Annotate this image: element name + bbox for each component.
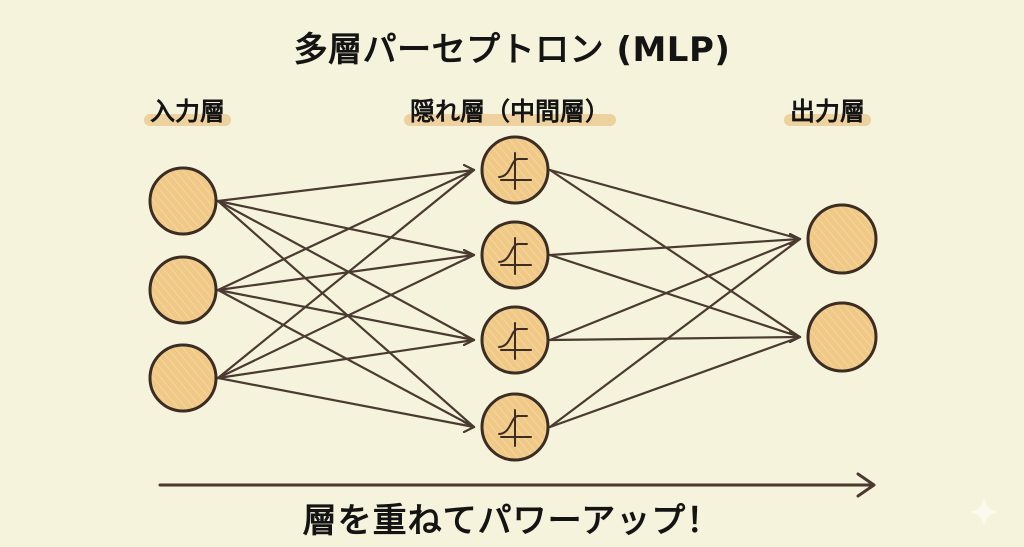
hidden-node-4 bbox=[480, 392, 550, 462]
hidden-layer-label: 隠れ層（中間層） bbox=[404, 92, 617, 128]
input-node-3 bbox=[148, 343, 218, 413]
hidden-node-2 bbox=[480, 220, 550, 290]
edge-input1-to-hidden2 bbox=[216, 199, 476, 261]
sigmoid-curve-icon bbox=[498, 237, 532, 275]
edge-hidden1-to-output2 bbox=[548, 168, 802, 343]
arrow-head-icon bbox=[856, 472, 876, 498]
sigmoid-curve-icon bbox=[498, 322, 532, 360]
edge-input3-to-hidden3 bbox=[216, 334, 476, 380]
output-layer-label: 出力層 bbox=[784, 92, 872, 128]
edge-input1-to-hidden1 bbox=[216, 164, 476, 203]
edge-input3-to-hidden1 bbox=[216, 164, 476, 380]
input-node-1 bbox=[148, 166, 218, 236]
sparkle-icon bbox=[970, 498, 998, 526]
sigmoid-curve-icon bbox=[498, 152, 532, 190]
edge-hidden2-to-output1 bbox=[548, 233, 802, 257]
diagram-title: 多層パーセプトロン (MLP) bbox=[293, 30, 731, 70]
hidden-node-3 bbox=[480, 305, 550, 375]
edge-input3-to-hidden4 bbox=[216, 376, 476, 433]
footer-caption: 層を重ねてパワーアップ！ bbox=[302, 501, 722, 541]
edge-input2-to-hidden3 bbox=[216, 288, 476, 346]
input-layer-label: 入力層 bbox=[144, 92, 232, 128]
output-node-1 bbox=[806, 203, 878, 275]
nodes bbox=[148, 135, 878, 462]
edge-hidden3-to-output2 bbox=[548, 331, 802, 343]
output-node-2 bbox=[806, 301, 878, 373]
edge-input2-to-hidden2 bbox=[216, 249, 476, 292]
edge-hidden3-to-output1 bbox=[548, 233, 802, 342]
edge-hidden4-to-output1 bbox=[548, 233, 802, 429]
hidden-node-1 bbox=[480, 135, 550, 205]
connections bbox=[216, 164, 802, 433]
progress-arrow bbox=[158, 472, 876, 498]
edge-input1-to-hidden3 bbox=[216, 199, 476, 346]
edge-hidden1-to-output1 bbox=[548, 168, 802, 245]
edge-input3-to-hidden2 bbox=[216, 249, 476, 380]
edge-hidden2-to-output2 bbox=[548, 253, 802, 343]
sigmoid-curve-icon bbox=[498, 409, 532, 447]
input-node-2 bbox=[148, 255, 218, 325]
edge-input2-to-hidden1 bbox=[216, 164, 476, 292]
edge-hidden4-to-output2 bbox=[548, 331, 802, 429]
